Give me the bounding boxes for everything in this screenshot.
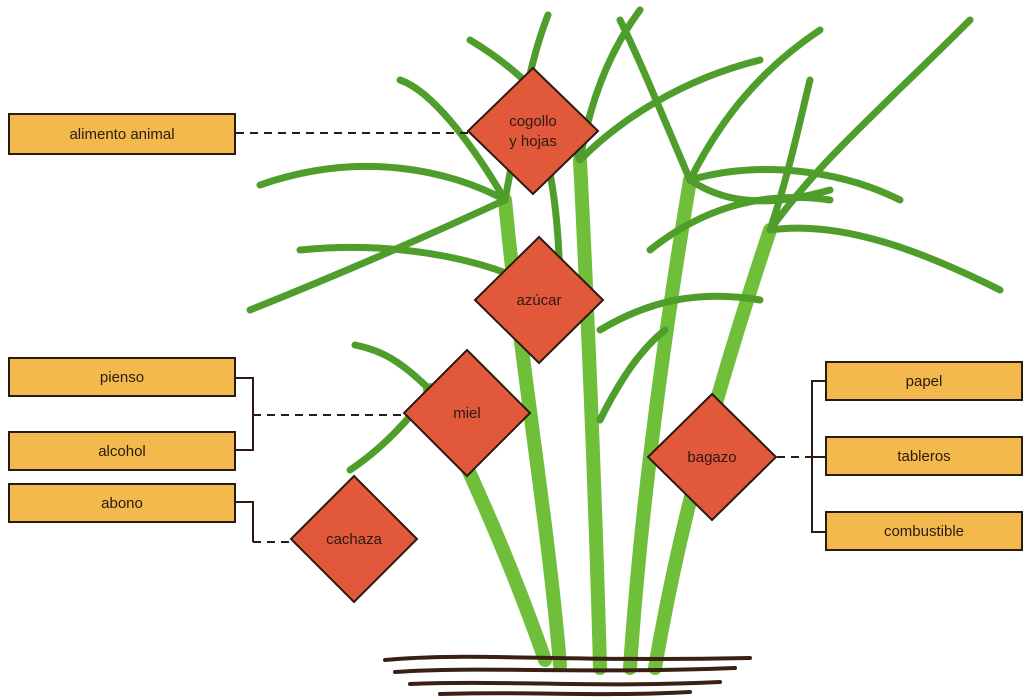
box-alcohol: alcohol: [8, 431, 236, 471]
diamond-miel: miel: [402, 348, 532, 478]
svg-text:abono: abono: [101, 495, 143, 512]
soil: [383, 654, 752, 697]
svg-text:bagazo: bagazo: [687, 449, 736, 466]
diamond-bagazo: bagazo: [646, 392, 778, 522]
svg-text:miel: miel: [453, 405, 481, 422]
box-papel: papel: [825, 361, 1023, 401]
svg-text:alcohol: alcohol: [98, 443, 146, 460]
svg-text:y hojas: y hojas: [509, 133, 557, 150]
svg-text:papel: papel: [906, 373, 943, 390]
svg-text:combustible: combustible: [884, 523, 964, 540]
svg-text:cachaza: cachaza: [326, 531, 383, 548]
diamond-cogollo-y-hojas: cogollo y hojas: [466, 66, 600, 196]
svg-text:cogollo: cogollo: [509, 113, 557, 130]
svg-text:pienso: pienso: [100, 369, 144, 386]
connectors: [236, 132, 826, 543]
box-alimento-animal: alimento animal: [8, 113, 236, 155]
svg-text:azúcar: azúcar: [516, 292, 561, 309]
connector-abono: [236, 501, 254, 542]
box-pienso: pienso: [8, 357, 236, 397]
diamond-azucar: azúcar: [473, 235, 605, 365]
svg-text:tableros: tableros: [897, 448, 950, 465]
svg-text:alimento animal: alimento animal: [69, 126, 174, 143]
diamond-cachaza: cachaza: [289, 474, 419, 604]
connector-bracket-pienso-alcohol: [236, 377, 254, 451]
box-combustible: combustible: [825, 511, 1023, 551]
box-tableros: tableros: [825, 436, 1023, 476]
sugarcane-plant: [246, 6, 1004, 675]
box-abono: abono: [8, 483, 236, 523]
